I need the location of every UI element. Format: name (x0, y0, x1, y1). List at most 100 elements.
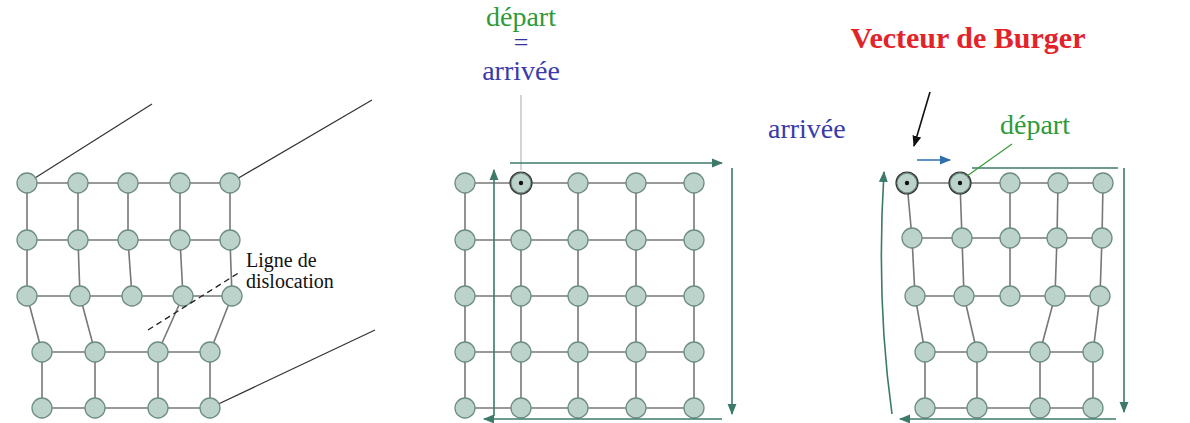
burgers-circuit (731, 168, 733, 414)
pointer-arrow (914, 92, 930, 146)
marked-atom-ring (896, 172, 918, 194)
atom (1030, 342, 1050, 362)
atom (568, 398, 588, 418)
perspective-edge (27, 104, 152, 183)
atom (511, 286, 531, 306)
atom (1093, 173, 1113, 193)
atom (568, 342, 588, 362)
atom (1048, 173, 1068, 193)
atom (220, 173, 240, 193)
atom (684, 342, 704, 362)
atom (684, 230, 704, 250)
marked-atom-dot (519, 181, 523, 185)
atom (455, 342, 475, 362)
atom (222, 286, 242, 306)
dislocation-block (17, 100, 375, 418)
atom (511, 342, 531, 362)
atom (200, 342, 220, 362)
atom (148, 342, 168, 362)
atom (455, 286, 475, 306)
atom (626, 286, 646, 306)
atom (118, 173, 138, 193)
atom (170, 173, 190, 193)
atom (568, 173, 588, 193)
atom (626, 173, 646, 193)
atom (897, 173, 917, 193)
atom (17, 173, 37, 193)
atom (173, 286, 193, 306)
atom (200, 398, 220, 418)
burgers-circuit (510, 162, 722, 164)
atom (684, 286, 704, 306)
perspective-edge (230, 100, 372, 183)
dislocation-line (148, 272, 240, 330)
atom (626, 230, 646, 250)
atom (967, 342, 987, 362)
end-label: arrivée (482, 56, 560, 85)
end-label: arrivée (768, 114, 846, 143)
atom (1030, 398, 1050, 418)
atom (1000, 173, 1020, 193)
atom (954, 286, 974, 306)
atom (1000, 228, 1020, 248)
burgers-vector-title: Vecteur de Burger (851, 22, 1086, 54)
atom (1047, 228, 1067, 248)
atom (1083, 398, 1103, 418)
burgers-circuit-open (972, 167, 1118, 169)
marked-atom-dot (905, 181, 909, 185)
burgers-circuit (484, 418, 722, 420)
burgers-circuit-open (1123, 168, 1125, 412)
atom (32, 398, 52, 418)
atom (684, 398, 704, 418)
start-label: départ (1000, 110, 1070, 139)
atom (967, 398, 987, 418)
atom (915, 398, 935, 418)
atom (17, 230, 37, 250)
leader-line (967, 144, 1012, 176)
atom (902, 228, 922, 248)
atom (1092, 228, 1112, 248)
atom (68, 230, 88, 250)
atom (1083, 342, 1103, 362)
atom (17, 286, 37, 306)
dislocation-line-label: Ligne de dislocation (246, 250, 358, 292)
atom (85, 342, 105, 362)
atom (455, 398, 475, 418)
atom (455, 230, 475, 250)
atom (684, 173, 704, 193)
atom (85, 398, 105, 418)
start-label: départ (486, 2, 556, 31)
burgers-circuit-open (900, 418, 1116, 420)
burgers-circuit-open (881, 172, 892, 414)
atom (568, 230, 588, 250)
perfect-lattice (455, 95, 732, 419)
atom (1000, 286, 1020, 306)
atom (1090, 286, 1110, 306)
dislocated-lattice (881, 92, 1124, 419)
burgers-circuit (493, 170, 495, 416)
atom (122, 286, 142, 306)
marked-atom-ring (510, 172, 532, 194)
atom (626, 398, 646, 418)
atom (511, 230, 531, 250)
atom (118, 230, 138, 250)
atom (905, 286, 925, 306)
perspective-edge (210, 330, 375, 408)
atom (626, 342, 646, 362)
atom (170, 230, 190, 250)
atom (32, 342, 52, 362)
atom (68, 173, 88, 193)
atom (220, 230, 240, 250)
equals-sign: = (514, 29, 529, 56)
atom (568, 286, 588, 306)
atom (511, 173, 531, 193)
atom (1045, 286, 1065, 306)
burgers-vector (917, 159, 950, 161)
pointer-line (521, 95, 522, 170)
atom (455, 173, 475, 193)
atom (952, 228, 972, 248)
atom (511, 398, 531, 418)
atom (148, 398, 168, 418)
